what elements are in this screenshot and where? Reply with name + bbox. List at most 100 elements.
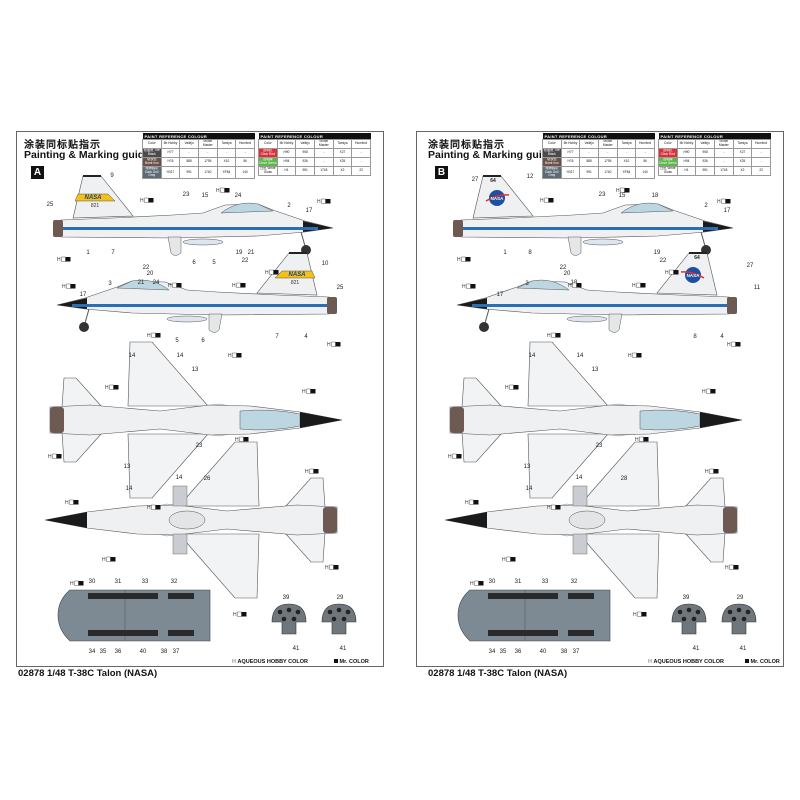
paint-marker-prefix: H <box>317 199 321 205</box>
paint-code-box <box>69 499 74 505</box>
paint-marker-prefix: H <box>502 557 506 563</box>
instrument-dial <box>336 607 342 613</box>
decal-callout-number: 39 <box>283 595 290 601</box>
paint-code-box <box>65 257 71 262</box>
legend-mr-label: Mr. COLOR <box>339 659 369 665</box>
decal-callout-number: 7 <box>275 334 279 340</box>
decal-callout-number: 36 <box>115 649 122 655</box>
horizontal-stabilizer <box>61 377 103 408</box>
value-cell: 22 <box>751 166 771 176</box>
paint-color-marker: H <box>325 564 339 571</box>
decal-callout-number: 10 <box>322 261 329 267</box>
decal-callout-number: 19 <box>654 250 661 256</box>
paint-code-box <box>113 385 119 390</box>
instrument-dial <box>695 609 701 615</box>
paint-code-box <box>469 499 474 505</box>
instrument-dial <box>331 616 337 622</box>
horizontal-stabilizer <box>684 532 726 563</box>
paint-color-marker: H <box>265 269 279 276</box>
tail-tip <box>289 252 307 254</box>
paint-color-marker: H <box>448 453 462 460</box>
decal-callout-number: 39 <box>683 595 690 601</box>
decal-callout-number: 30 <box>489 579 496 585</box>
canopy <box>639 409 701 431</box>
paint-marker-prefix: H <box>140 198 144 204</box>
paint-code-box <box>172 282 177 288</box>
decal-callout-number: 17 <box>80 292 87 298</box>
color-cell: 烧铁色 Burnt Iron <box>142 157 162 167</box>
decal-callout-number: 17 <box>724 208 731 214</box>
paint-code-box <box>733 565 739 570</box>
cockpit-tub <box>57 589 211 642</box>
decal-callout-number: 34 <box>89 649 96 655</box>
paint-code-box <box>725 199 731 204</box>
paint-color-marker: H <box>635 436 649 443</box>
paint-code-box <box>241 612 247 617</box>
decal-callout-number: 32 <box>171 579 178 585</box>
decal-callout-number: 41 <box>293 646 300 652</box>
paint-color-marker: H <box>505 384 519 391</box>
horizontal-stabilizer <box>461 432 503 463</box>
paint-color-marker: H <box>457 256 471 263</box>
paint-marker-prefix: H <box>233 612 237 618</box>
instrument-dial <box>345 609 351 615</box>
tail-number: 64 <box>694 255 700 261</box>
paint-color-marker: H <box>327 341 341 348</box>
decal-callout-number: 38 <box>161 649 168 655</box>
paint-marker-prefix: H <box>232 283 236 289</box>
paint-color-marker: H <box>727 341 741 348</box>
blue-stripe <box>472 304 727 307</box>
paint-code-box <box>509 384 514 390</box>
console-panel <box>132 630 158 636</box>
paint-color-marker: H <box>632 282 646 289</box>
decal-callout-number: 24 <box>153 280 160 286</box>
paint-code-box <box>151 504 156 510</box>
decal-callout-number: 11 <box>754 285 761 291</box>
paint-code-box <box>74 580 79 586</box>
instrument-dial <box>691 616 697 622</box>
tail-tip <box>689 252 707 254</box>
decal-callout-number: 41 <box>693 646 700 652</box>
nose-wheel <box>479 322 489 332</box>
decal-callout-number: 40 <box>140 649 147 655</box>
paint-marker-prefix: H <box>168 283 172 289</box>
decal-callout-number: 1 <box>503 250 507 256</box>
paint-marker-prefix: H <box>327 342 331 348</box>
paint-code-box <box>466 283 471 289</box>
table-title: PAINT REFERENCE COLOUR <box>142 133 255 140</box>
decal-callout-number: 18 <box>652 193 659 199</box>
wing <box>178 441 260 507</box>
decal-callout-number: 27 <box>747 263 754 269</box>
exhaust-nozzles <box>323 507 337 533</box>
instrument-dial <box>731 616 737 622</box>
legend-mr-color: Mr. COLOR <box>334 659 369 665</box>
decal-callout-number: 29 <box>737 595 744 601</box>
title-english: Painting & Marking guide <box>428 149 555 161</box>
exhaust-nozzle <box>327 297 337 314</box>
nose-cone <box>445 512 487 528</box>
table-title: PAINT REFERENCE COLOUR <box>258 133 371 140</box>
paint-marker-prefix: H <box>547 333 551 339</box>
decal-callout-number: 31 <box>515 579 522 585</box>
paint-code-box <box>329 564 334 570</box>
main-gear-bay <box>172 533 188 555</box>
paint-code-box <box>510 557 516 562</box>
console-panel <box>168 593 194 599</box>
instrument-dial <box>327 609 333 615</box>
main-gear-door <box>208 313 223 333</box>
decal-callout-number: 14 <box>129 353 136 359</box>
paint-code-box <box>70 284 76 289</box>
decal-callout-number: 25 <box>337 285 344 291</box>
paint-code-box <box>56 454 62 459</box>
console-panel <box>132 593 158 599</box>
decal-callout-number: 13 <box>124 464 131 470</box>
wing <box>178 533 260 599</box>
decal-callout-number: 13 <box>192 367 199 373</box>
paint-code-box <box>478 581 484 586</box>
